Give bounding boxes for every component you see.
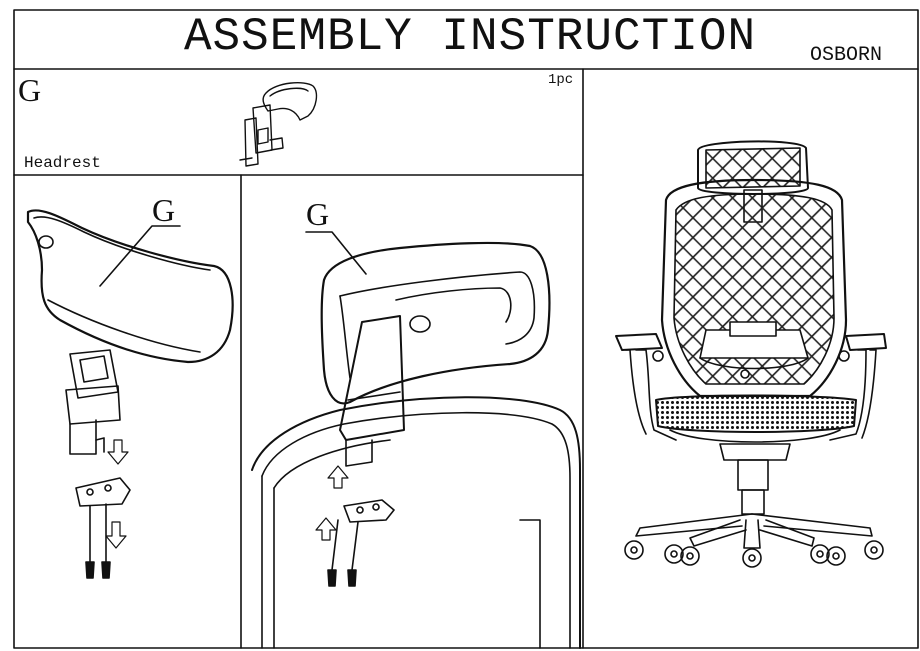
full-chair-drawing [615,140,887,568]
part-letter: G [18,72,42,108]
brand-name: OSBORN [809,44,882,67]
page-title: ASSEMBLY INSTRUCTION [183,11,757,63]
callout-label-exploded: G [152,192,176,228]
callout-label-closeup: G [306,196,330,232]
exploded-headrest-drawing [26,209,234,579]
closeup-headrest-drawing [251,231,581,649]
caster-wheels [624,540,884,568]
headrest-thumbnail [239,81,318,167]
part-quantity: 1pc [548,72,574,88]
part-name: Headrest [24,154,101,172]
page-frame [13,9,919,649]
